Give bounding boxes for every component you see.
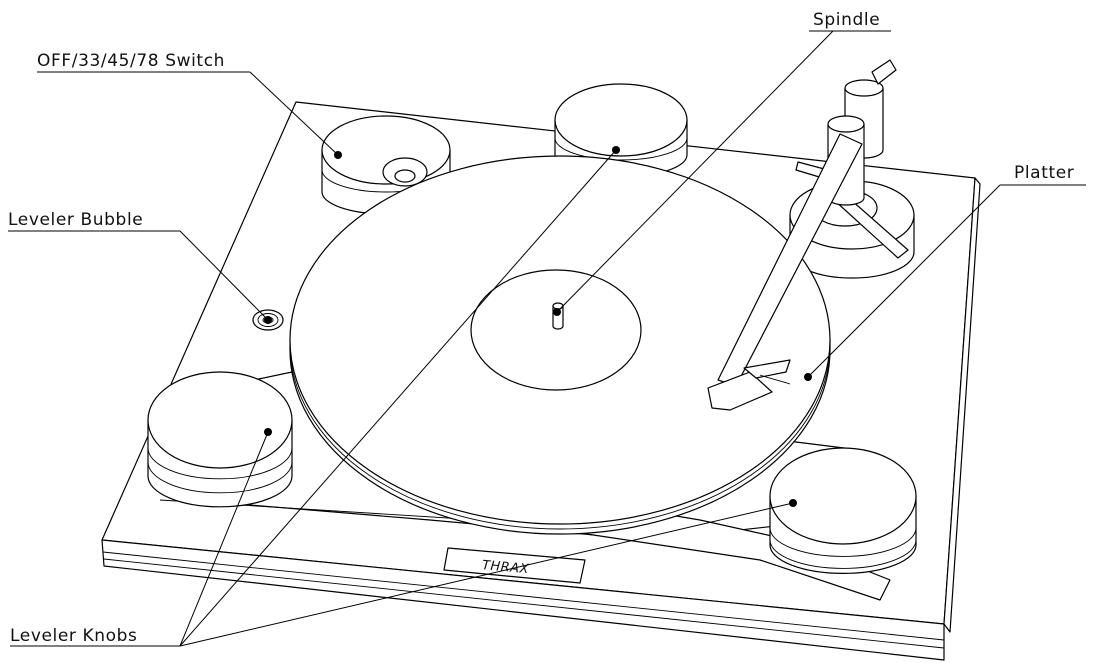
label-knobs: Leveler Knobs [10,626,138,646]
brand-plate: THRAX [443,547,586,584]
label-knobs-group: Leveler Knobs [10,626,180,647]
label-bubble: Leveler Bubble [8,210,143,230]
label-platter: Platter [1014,163,1074,183]
label-spindle: Spindle [813,10,880,30]
leveler-knob-right[interactable] [769,447,917,574]
label-bubble-group: Leveler Bubble [8,210,180,232]
leveler-knob-left[interactable] [147,371,293,508]
label-spindle-group: Spindle [809,10,891,32]
speed-switch-knob[interactable] [382,157,428,187]
label-switch-group: OFF/33/45/78 Switch [37,51,250,73]
label-platter-group: Platter [1000,163,1086,186]
label-switch: OFF/33/45/78 Switch [37,51,225,71]
record-label-area [470,269,642,391]
tonearm[interactable] [707,133,863,411]
leader-lines [179,30,1001,647]
tonearm-base [789,161,915,279]
leader-dots [264,146,812,507]
